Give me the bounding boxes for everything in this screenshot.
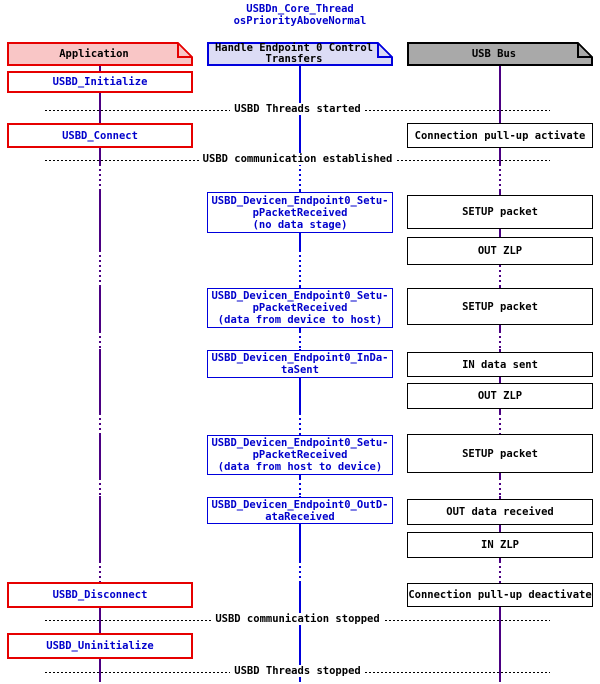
participant-label: Handle Endpoint 0 Control Transfers <box>214 42 374 65</box>
participant-core-thread: Handle Endpoint 0 Control Transfers <box>207 42 393 66</box>
message-divider-communication-stopped: USBD communication stopped <box>45 613 550 625</box>
thread-title: USBDn_Core_Thread osPriorityAboveNormal <box>0 3 600 27</box>
lifeline-gap <box>499 478 501 496</box>
endpoint-event-in-data-sent: USBD_Devicen_Endpoint0_InDa- taSent <box>207 350 393 378</box>
lifeline-gap <box>499 164 501 190</box>
endpoint-event-out-data-received: USBD_Devicen_Endpoint0_OutD- ataReceived <box>207 497 393 524</box>
lifeline-gap <box>99 250 101 287</box>
message-divider-communication-established: USBD communication established <box>45 153 550 165</box>
thread-title-line1: USBDn_Core_Thread <box>246 3 354 15</box>
participant-application: Application <box>7 42 193 66</box>
bus-event-pullup-activate: Connection pull-up activate <box>407 123 593 148</box>
lifeline-gap <box>499 413 501 433</box>
lifeline-gap <box>299 164 301 190</box>
call-box-usbd-initialize: USBD_Initialize <box>7 71 193 93</box>
lifeline-gap <box>299 331 301 349</box>
message-label: USBD Threads started <box>230 103 365 115</box>
bus-event-out-zlp: OUT ZLP <box>407 383 593 409</box>
call-box-usbd-connect: USBD_Connect <box>7 123 193 148</box>
note-shape <box>207 42 393 66</box>
endpoint-event-setup-no-data: USBD_Devicen_Endpoint0_Setu- pPacketRece… <box>207 192 393 233</box>
message-divider-threads-stopped: USBD Threads stopped <box>45 665 550 677</box>
endpoint-event-setup-device-to-host: USBD_Devicen_Endpoint0_Setu- pPacketRece… <box>207 288 393 328</box>
lifeline-gap <box>99 561 101 581</box>
lifeline-gap <box>99 478 101 496</box>
message-label: USBD communication established <box>198 153 397 165</box>
bus-event-setup-packet: SETUP packet <box>407 195 593 229</box>
lifeline-gap <box>99 164 101 190</box>
lifeline-gap <box>499 250 501 287</box>
lifeline-gap <box>299 561 301 581</box>
lifeline-application <box>99 65 101 682</box>
bus-event-out-data-received: OUT data received <box>407 499 593 525</box>
bus-event-setup-packet: SETUP packet <box>407 434 593 473</box>
lifeline-gap <box>299 250 301 287</box>
bus-event-in-data-sent: IN data sent <box>407 352 593 377</box>
lifeline-gap <box>99 413 101 433</box>
thread-title-line2: osPriorityAboveNormal <box>233 15 367 27</box>
lifeline-gap <box>499 331 501 349</box>
call-box-usbd-uninitialize: USBD_Uninitialize <box>7 633 193 659</box>
lifeline-gap <box>99 331 101 349</box>
lifeline-gap <box>299 478 301 496</box>
bus-event-in-zlp: IN ZLP <box>407 532 593 558</box>
participant-usb-bus: USB Bus <box>407 42 593 66</box>
note-shape <box>7 42 193 66</box>
endpoint-event-setup-host-to-device: USBD_Devicen_Endpoint0_Setu- pPacketRece… <box>207 435 393 475</box>
bus-event-pullup-deactivate: Connection pull-up deactivate <box>407 583 593 607</box>
message-label: USBD Threads stopped <box>230 665 365 677</box>
bus-event-out-zlp: OUT ZLP <box>407 237 593 265</box>
lifeline-gap <box>299 413 301 433</box>
message-label: USBD communication stopped <box>211 613 384 625</box>
note-shape <box>407 42 593 66</box>
message-divider-threads-started: USBD Threads started <box>45 103 550 115</box>
bus-event-setup-packet: SETUP packet <box>407 288 593 325</box>
lifeline-gap <box>499 561 501 581</box>
participant-label: Application <box>59 47 129 60</box>
call-box-usbd-disconnect: USBD_Disconnect <box>7 582 193 608</box>
participant-label: USB Bus <box>471 47 517 60</box>
